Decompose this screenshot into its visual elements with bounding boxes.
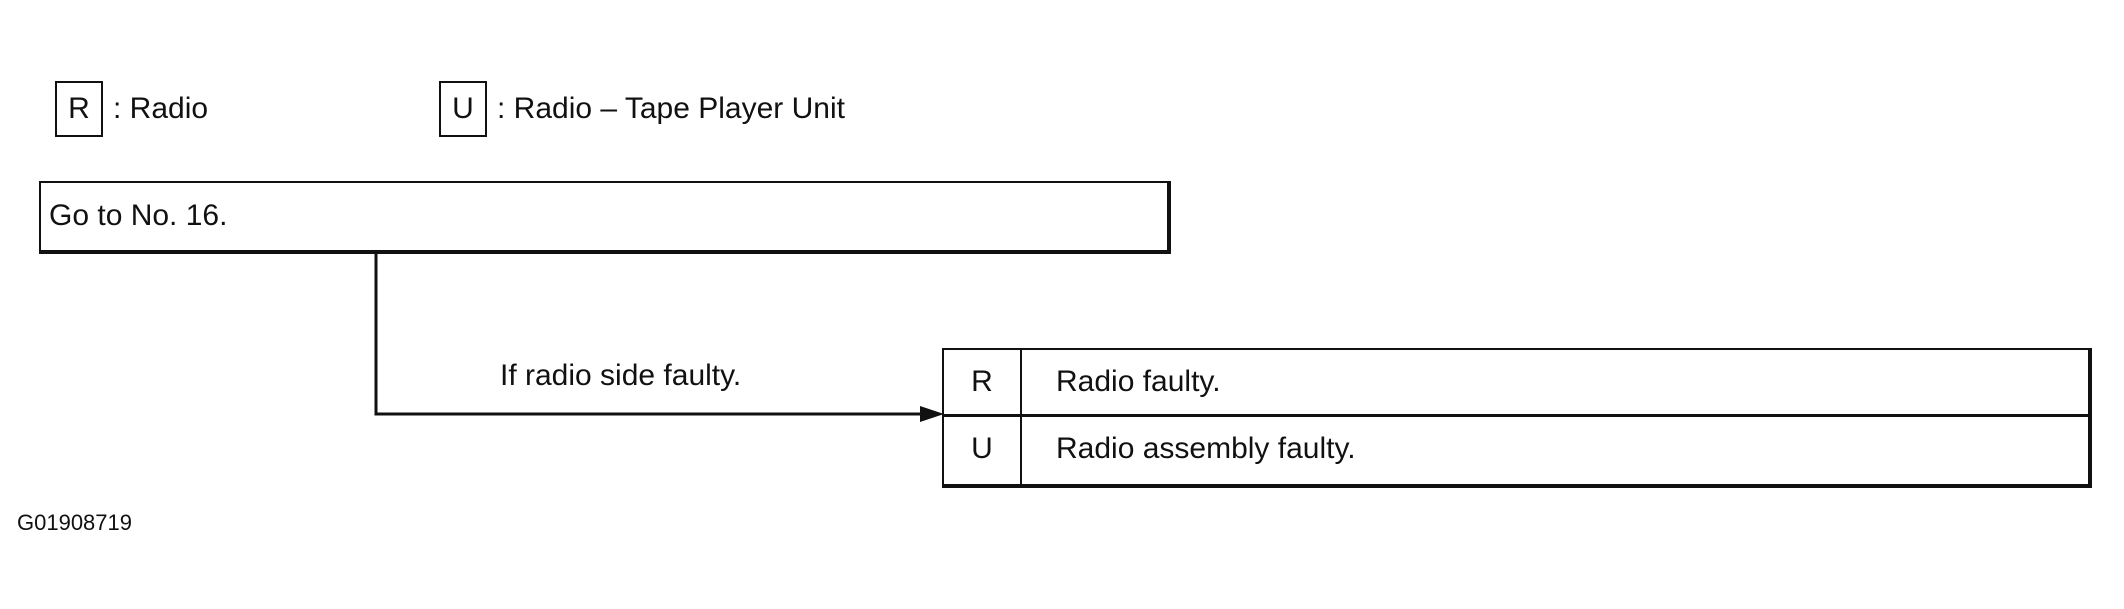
result-row: U Radio assembly faulty. — [944, 417, 2088, 484]
step-text: Go to No. 16. — [49, 199, 228, 232]
result-description: Radio assembly faulty. — [1056, 432, 1356, 465]
result-row: R Radio faulty. — [944, 350, 2088, 417]
result-code: U — [944, 417, 1022, 484]
legend-code-u: U — [439, 81, 487, 137]
arrowhead-icon — [920, 406, 944, 422]
result-table: R Radio faulty. U Radio assembly faulty. — [942, 348, 2092, 488]
result-code: R — [944, 350, 1022, 414]
legend-code-r: R — [55, 81, 103, 137]
result-description: Radio faulty. — [1056, 365, 1221, 398]
legend-description-u: : Radio – Tape Player Unit — [497, 92, 845, 125]
branch-label: If radio side faulty. — [500, 359, 742, 392]
legend-description-r: : Radio — [113, 92, 209, 125]
step-box: Go to No. 16. — [39, 181, 1171, 254]
figure-id: G01908719 — [17, 510, 132, 535]
